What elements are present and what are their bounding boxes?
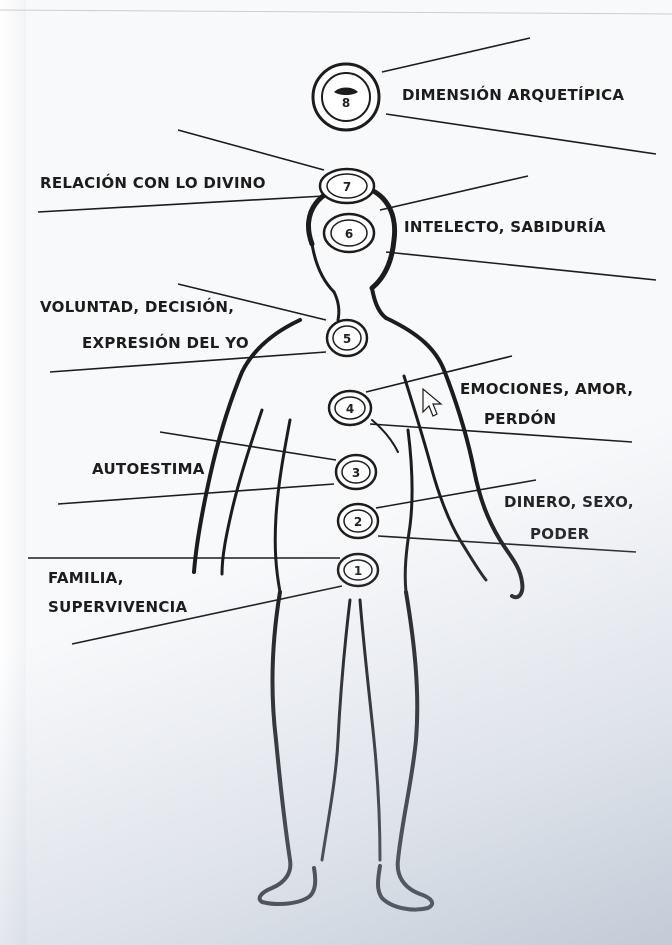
chakra-4-label-line-2: PERDÓN <box>484 409 556 428</box>
chakra-8-label: DIMENSIÓN ARQUETÍPICA <box>402 85 624 104</box>
right-leg-outer <box>378 592 432 910</box>
chakra-5-number: 5 <box>343 332 351 346</box>
chakra-7-number: 7 <box>343 180 351 194</box>
leader-6-upper <box>380 176 528 210</box>
page-top-edge <box>0 10 672 14</box>
neck-left <box>334 292 339 320</box>
torso-left <box>275 420 290 592</box>
chakra-8-number: 8 <box>342 96 350 110</box>
chakra-2-number: 2 <box>354 515 362 529</box>
chakra-6-label: INTELECTO, SABIDURÍA <box>404 217 606 236</box>
chakra-5-label-line-2: EXPRESIÓN DEL YO <box>82 333 249 352</box>
leader-8-upper <box>382 38 530 72</box>
chakra-6-number: 6 <box>345 227 353 241</box>
leader-3-lower <box>58 484 334 504</box>
chakra-4-label-line-1: EMOCIONES, AMOR, <box>460 380 633 398</box>
jaw-left <box>312 244 334 292</box>
chakra-1-label-line-2: SUPERVIVENCIA <box>48 598 188 616</box>
neck-right <box>372 288 386 318</box>
chakra-3-number: 3 <box>352 466 360 480</box>
mouse-cursor-icon <box>423 389 441 416</box>
chakra-1-label-line-1: FAMILIA, <box>48 569 124 587</box>
leader-6-lower <box>386 252 656 280</box>
chakra-2-label-line-1: DINERO, SEXO, <box>504 493 634 511</box>
chakra-circles <box>313 64 379 586</box>
left-leg-outer <box>260 592 316 904</box>
chakra-1-number: 1 <box>354 564 362 578</box>
leader-7-upper <box>178 130 324 170</box>
chakra-3-label: AUTOESTIMA <box>92 460 205 478</box>
leader-5-lower <box>50 352 326 372</box>
right-leg-inner <box>360 600 380 860</box>
human-figure-outline <box>194 186 522 910</box>
chakra-4-number: 4 <box>346 402 354 416</box>
left-leg-inner <box>322 600 350 860</box>
chakra-7-label: RELACIÓN CON LO DIVINO <box>40 173 266 192</box>
chakra-5-label-line-1: VOLUNTAD, DECISIÓN, <box>40 297 234 316</box>
chakra-2-label-line-2: PODER <box>530 525 590 543</box>
leader-7-lower <box>38 196 324 212</box>
leader-8-lower <box>386 114 656 154</box>
torso-right <box>405 430 412 592</box>
